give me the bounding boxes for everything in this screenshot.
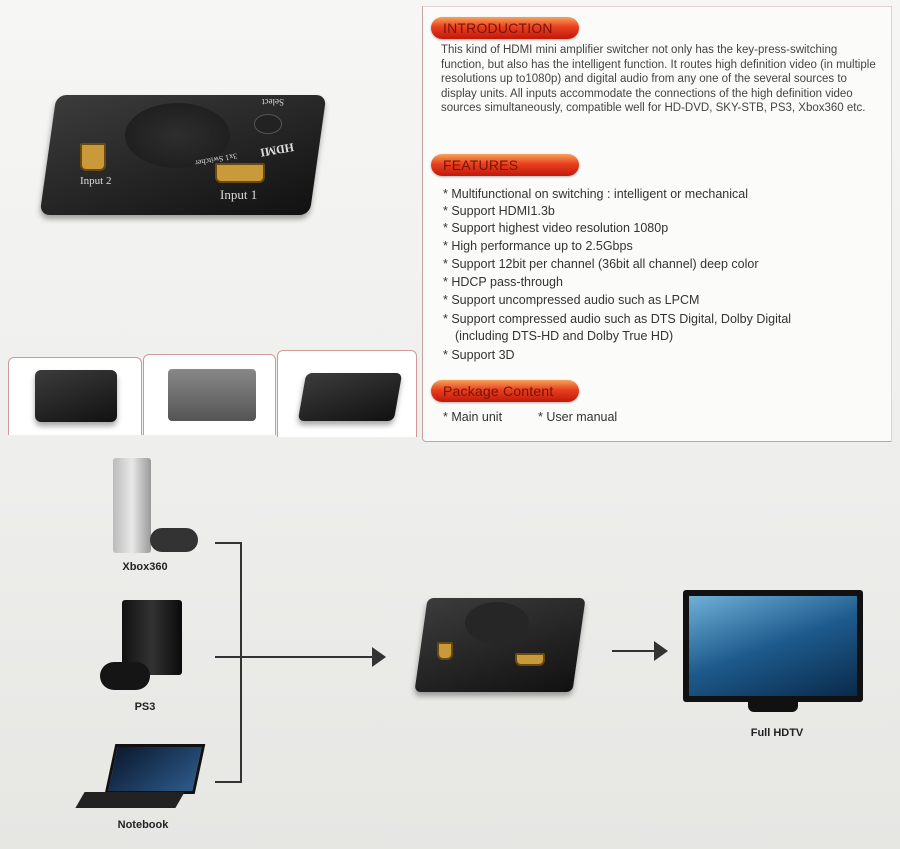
feature-item: * Support HDMI1.3b	[443, 204, 555, 218]
thumbnail-back[interactable]	[143, 354, 276, 435]
features-heading: FEATURES	[431, 154, 579, 176]
ps3-image	[100, 600, 188, 694]
product-main-image: Select HDMI 3x1 Switcher Input 1 Input 2	[39, 95, 327, 235]
select-label: Select	[262, 97, 284, 107]
feature-item: (including DTS-HD and Dolby True HD)	[455, 329, 674, 343]
feature-item: * Support 3D	[443, 348, 515, 362]
thumbnail-angle[interactable]	[277, 350, 417, 437]
arrow-icon	[654, 641, 668, 661]
source-label-notebook: Notebook	[117, 819, 169, 831]
feature-item: * HDCP pass-through	[443, 275, 563, 289]
input1-label: Input 1	[220, 187, 258, 202]
info-panel: INTRODUCTION This kind of HDMI mini ampl…	[422, 6, 892, 442]
feature-item: * Support highest video resolution 1080p	[443, 221, 669, 235]
introduction-text: This kind of HDMI mini amplifier switche…	[441, 44, 876, 115]
switcher-image	[414, 598, 586, 702]
feature-item: * Support compressed audio such as DTS D…	[443, 312, 792, 326]
source-label-ps3: PS3	[134, 701, 156, 713]
package-item: * User manual	[538, 410, 618, 424]
feature-item: * Support uncompressed audio such as LPC…	[443, 293, 700, 307]
input2-label: Input 2	[80, 175, 112, 187]
source-label-xbox360: Xbox360	[122, 561, 168, 573]
xbox360-image	[110, 458, 200, 556]
display-label: Full HDTV	[750, 727, 804, 739]
package-item: * Main unit	[443, 410, 503, 424]
introduction-heading: INTRODUCTION	[431, 17, 579, 39]
notebook-image	[75, 744, 206, 810]
arrow-icon	[372, 647, 386, 667]
tv-image	[683, 590, 863, 716]
feature-item: * High performance up to 2.5Gbps	[443, 239, 633, 253]
feature-item: * Multifunctional on switching : intelli…	[443, 187, 749, 201]
package-heading: Package Content	[431, 380, 579, 402]
thumbnail-front[interactable]	[8, 357, 142, 435]
feature-item: * Support 12bit per channel (36bit all c…	[443, 257, 759, 271]
